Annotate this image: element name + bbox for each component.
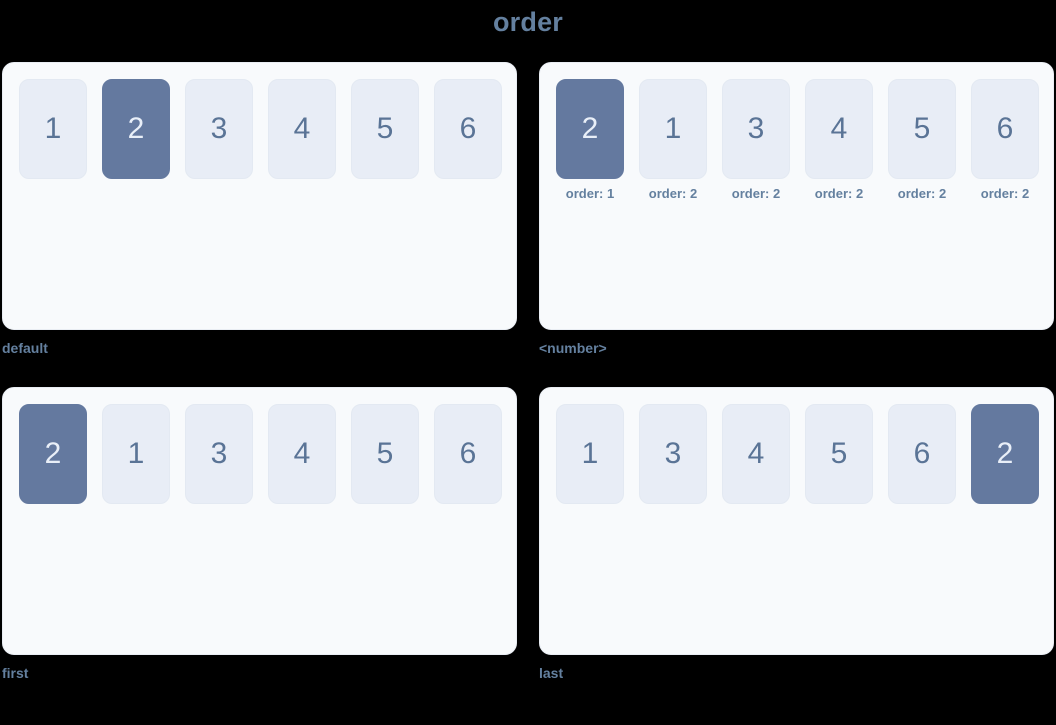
flex-container-default: 1 2 3 4 5 6: [2, 62, 517, 330]
flex-item-wrap: 3: [185, 79, 253, 179]
order-label: order: 2: [648, 186, 698, 201]
flex-item-wrap: 5 order: 2: [888, 79, 956, 202]
flex-item-wrap: 6: [434, 404, 502, 504]
flex-item-wrap: 4: [268, 79, 336, 179]
flex-item[interactable]: 1: [556, 404, 624, 504]
flex-item[interactable]: 4: [722, 404, 790, 504]
flex-item-wrap: 5: [805, 404, 873, 504]
flex-item[interactable]: 2: [971, 404, 1039, 504]
flex-item[interactable]: 2: [102, 79, 170, 179]
flex-item[interactable]: 4: [268, 404, 336, 504]
flex-item-wrap: 5: [351, 79, 419, 179]
flex-item[interactable]: 5: [888, 79, 956, 179]
flex-container-first: 2 1 3 4 5 6: [2, 387, 517, 655]
demo-cell-last: 1 3 4 5 6 2 last: [539, 387, 1054, 681]
flex-container-last: 1 3 4 5 6 2: [539, 387, 1054, 655]
flex-item-wrap: 2 order: 1: [556, 79, 624, 202]
flex-item-wrap: 3 order: 2: [722, 79, 790, 202]
order-label: order: 2: [814, 186, 864, 201]
flex-item[interactable]: 5: [351, 404, 419, 504]
flex-item[interactable]: 1: [639, 79, 707, 179]
flex-item-wrap: 4: [722, 404, 790, 504]
flex-item-wrap: 1 order: 2: [639, 79, 707, 202]
flex-item[interactable]: 2: [556, 79, 624, 179]
panel-caption-first: first: [2, 665, 29, 681]
flex-item[interactable]: 3: [639, 404, 707, 504]
flex-item[interactable]: 6: [888, 404, 956, 504]
flex-item[interactable]: 1: [102, 404, 170, 504]
flex-item-wrap: 4: [268, 404, 336, 504]
flex-item[interactable]: 5: [351, 79, 419, 179]
flex-item-wrap: 2: [971, 404, 1039, 504]
flex-item[interactable]: 4: [805, 79, 873, 179]
flex-item-wrap: 3: [639, 404, 707, 504]
order-label: order: 2: [897, 186, 947, 201]
flex-item-wrap: 3: [185, 404, 253, 504]
flex-item-wrap: 1: [102, 404, 170, 504]
panel-caption-number: <number>: [539, 340, 607, 356]
order-label: order: 1: [565, 186, 615, 201]
flex-item-wrap: 2: [102, 79, 170, 179]
flex-item[interactable]: 5: [805, 404, 873, 504]
demo-grid: 1 2 3 4 5 6 default: [2, 62, 1054, 681]
flex-item-wrap: 1: [556, 404, 624, 504]
flex-item[interactable]: 2: [19, 404, 87, 504]
panel-caption-last: last: [539, 665, 564, 681]
order-label: order: 2: [980, 186, 1030, 201]
flex-item[interactable]: 3: [185, 404, 253, 504]
flex-item-wrap: 4 order: 2: [805, 79, 873, 202]
flex-item[interactable]: 6: [971, 79, 1039, 179]
flex-item-wrap: 6: [434, 79, 502, 179]
demo-cell-number: 2 order: 1 1 order: 2 3 order: 2 4 order…: [539, 62, 1054, 356]
demo-cell-first: 2 1 3 4 5 6 first: [2, 387, 517, 681]
flex-item[interactable]: 4: [268, 79, 336, 179]
demo-cell-default: 1 2 3 4 5 6 default: [2, 62, 517, 356]
flex-item[interactable]: 6: [434, 404, 502, 504]
flex-item-wrap: 6: [888, 404, 956, 504]
flex-item[interactable]: 6: [434, 79, 502, 179]
flex-container-number: 2 order: 1 1 order: 2 3 order: 2 4 order…: [539, 62, 1054, 330]
flex-item-wrap: 5: [351, 404, 419, 504]
order-label: order: 2: [731, 186, 781, 201]
flex-item[interactable]: 1: [19, 79, 87, 179]
flex-item[interactable]: 3: [722, 79, 790, 179]
flex-item-wrap: 6 order: 2: [971, 79, 1039, 202]
panel-caption-default: default: [2, 340, 48, 356]
flex-item-wrap: 1: [19, 79, 87, 179]
flex-item[interactable]: 3: [185, 79, 253, 179]
page-title: order: [492, 7, 564, 37]
flex-item-wrap: 2: [19, 404, 87, 504]
